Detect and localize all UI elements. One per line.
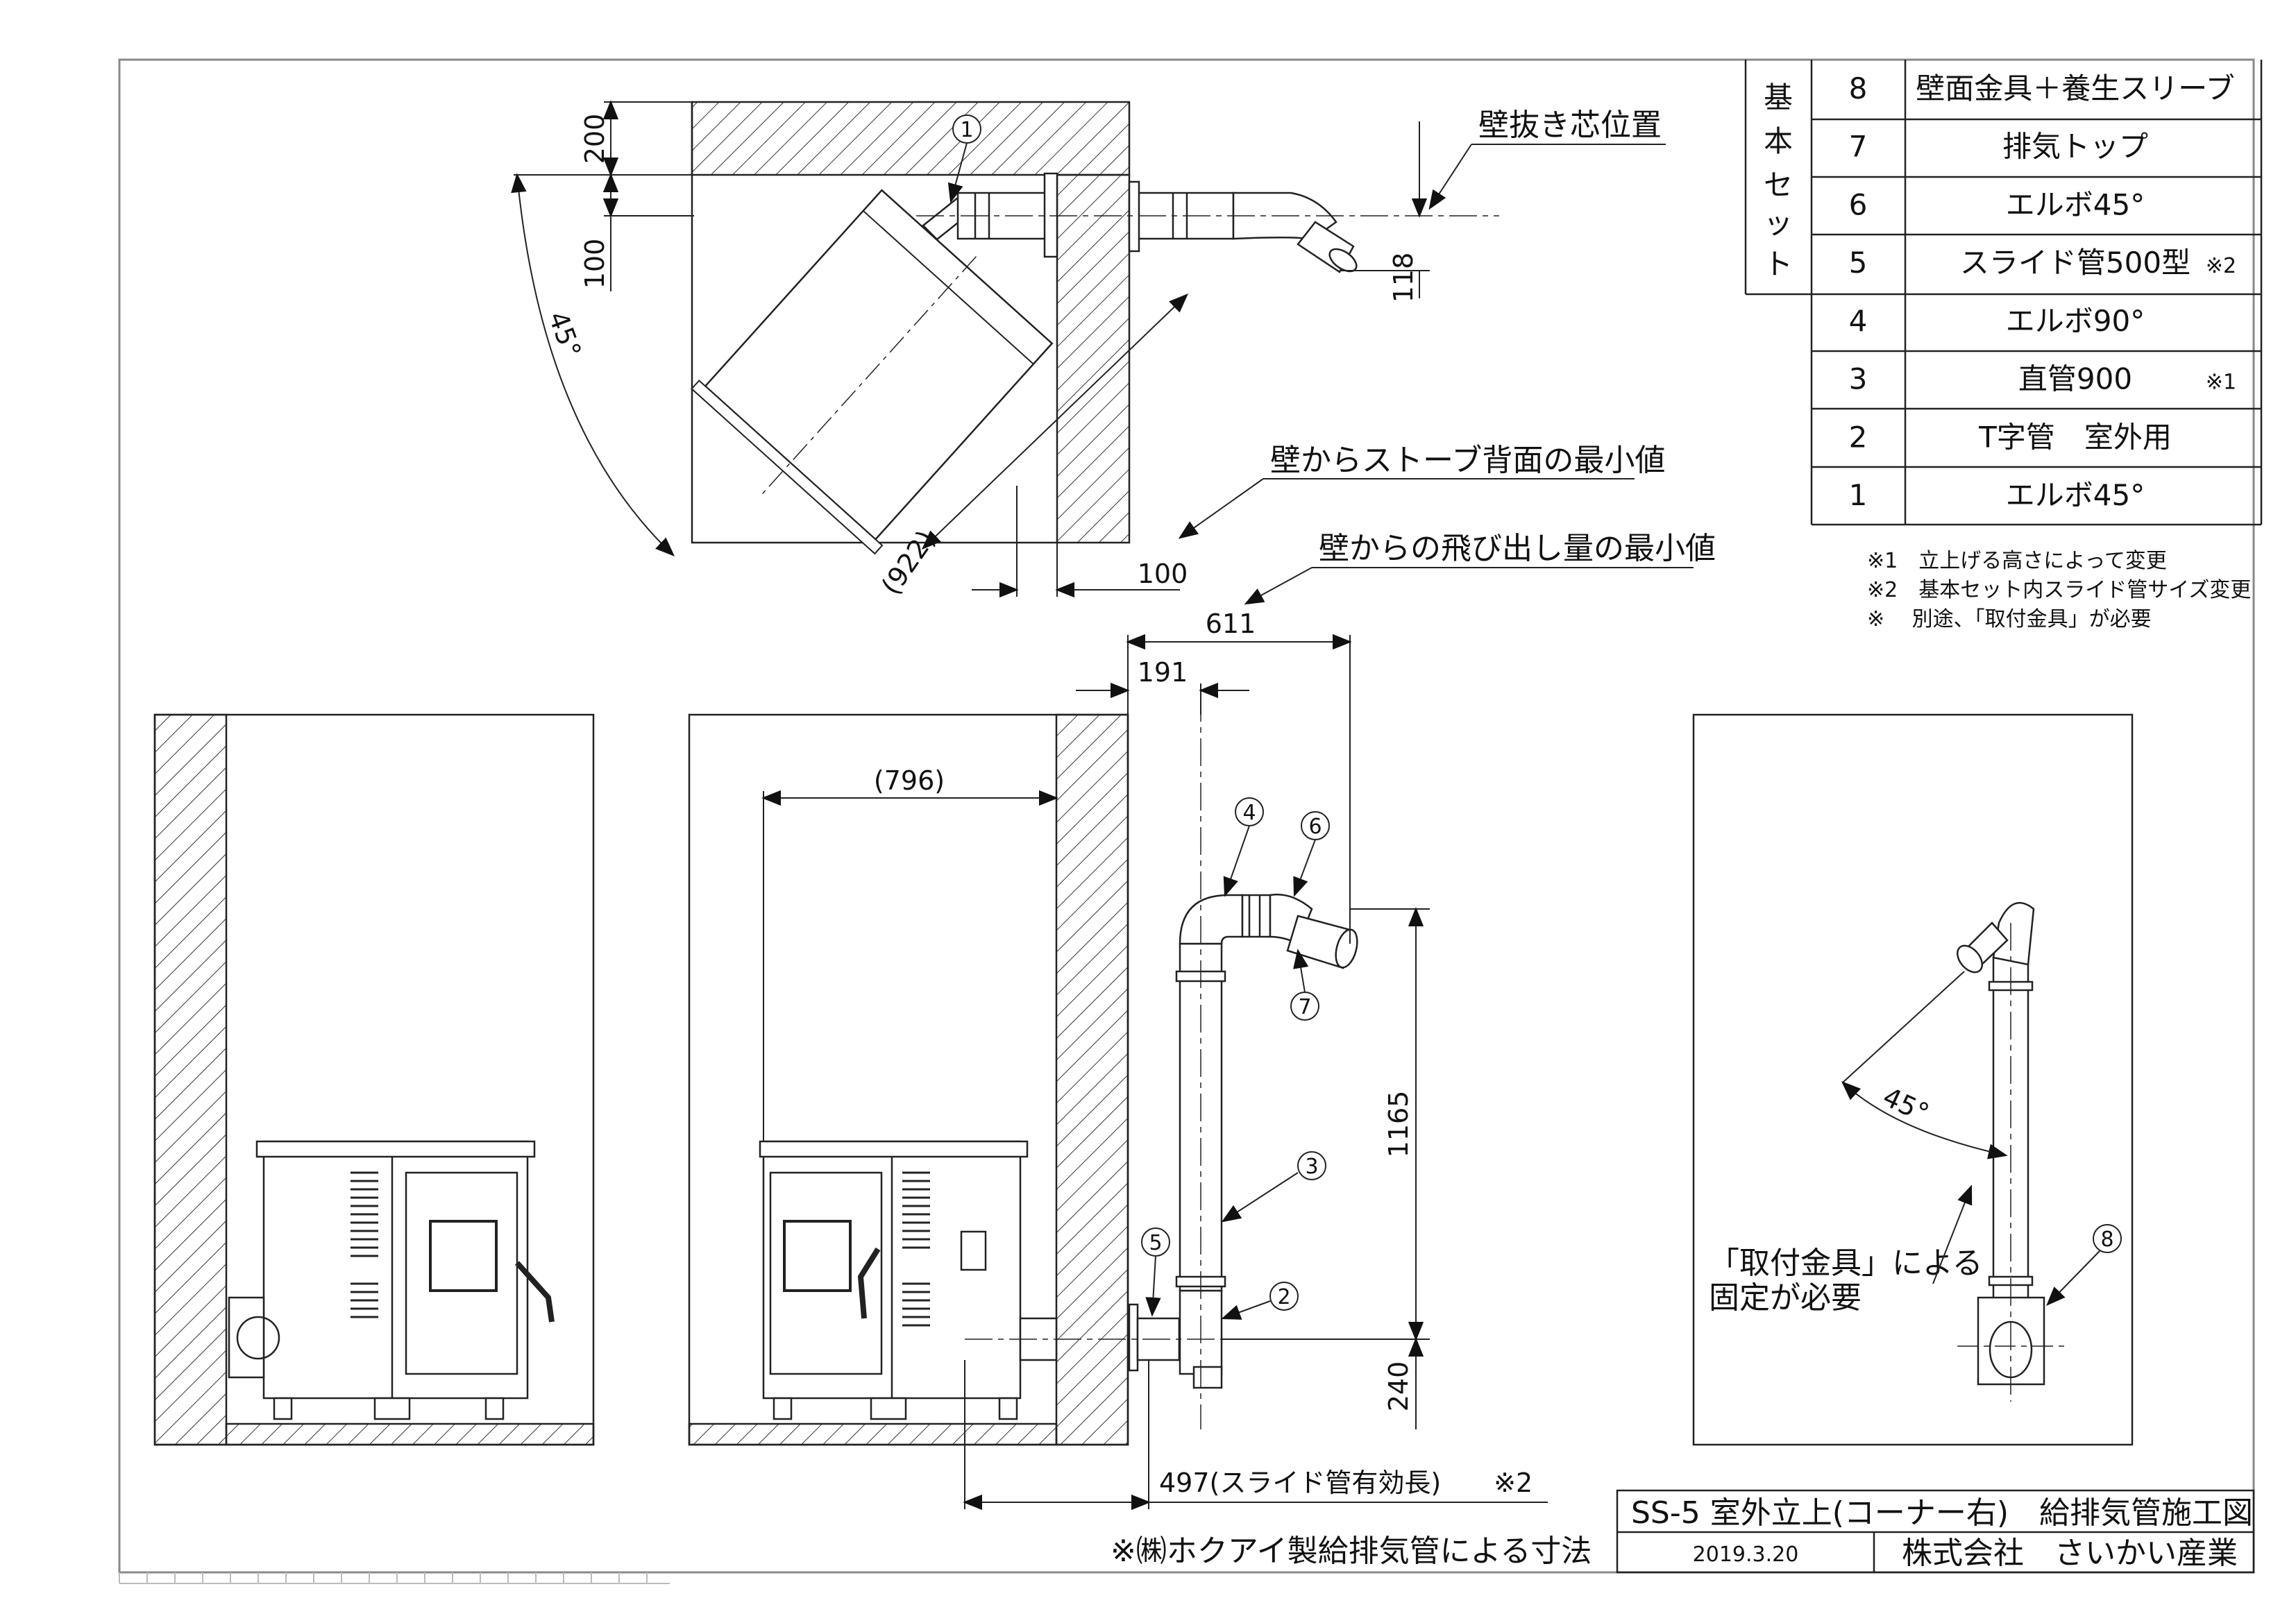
- title-block-company: 株式会社 さいかい産業: [1902, 1536, 2238, 1571]
- center-elevation: 611 191 壁からの飛び出し量の最小値 (796) 1165 240 497…: [688, 531, 1716, 1511]
- drawing-frame: [118, 58, 2255, 1574]
- plan-stove: [691, 189, 1054, 555]
- left-stove: [228, 1140, 555, 1420]
- dim-angle-right: 45°: [1878, 1081, 1934, 1128]
- dim-100-bottom: 100: [1138, 559, 1188, 589]
- table-header-char-1: 基: [1764, 80, 1793, 114]
- table-row-no: 5: [1849, 246, 1868, 280]
- footnote-1: ※1 立上げる高さによって変更: [1867, 549, 2167, 573]
- left-stove-vents: [351, 1171, 378, 1318]
- table-row-no: 1: [1849, 478, 1868, 512]
- center-stove: [759, 1140, 1058, 1420]
- table-row-name: 排気トップ: [2002, 130, 2148, 164]
- dim-200: 200: [580, 114, 610, 164]
- bubble-1: 1: [960, 118, 973, 142]
- right-side-view: 45° 「取付金具」による 固定が必要 8: [1692, 713, 2134, 1446]
- table-row-note: ※1: [2206, 371, 2236, 395]
- dim-611: 611: [1206, 609, 1256, 639]
- parts-table-header: 基 本 セ ッ ト: [1764, 80, 1793, 281]
- title-block-title: SS-5 室外立上(コーナー右) 給排気管施工図: [1631, 1495, 2253, 1531]
- table-row-no: 6: [1849, 187, 1868, 221]
- scale-ruler: [119, 1572, 670, 1584]
- table-row-name: エルボ90°: [2006, 304, 2145, 338]
- left-elevation: [153, 713, 595, 1446]
- table-header-char-4: ッ: [1764, 206, 1793, 240]
- dim-118: 118: [1388, 253, 1419, 303]
- angle-arc-top: [511, 173, 675, 556]
- table-header-char-5: ト: [1764, 247, 1793, 281]
- bubble-5: 5: [1149, 1231, 1162, 1255]
- table-row-no: 4: [1849, 304, 1868, 338]
- table-row-note: ※2: [2206, 254, 2236, 278]
- label-bracket-line2: 固定が必要: [1709, 1280, 1862, 1316]
- table-row-name: エルボ45°: [2006, 187, 2145, 221]
- table-row-name: T字管 室外用: [1978, 420, 2172, 454]
- bubble-2: 2: [1277, 1285, 1290, 1309]
- footnote-2: ※2 基本セット内スライド管サイズ変更: [1867, 578, 2251, 602]
- title-block-date: 2019.3.20: [1693, 1543, 1799, 1567]
- table-row-name: エルボ45°: [2006, 478, 2145, 512]
- dim-796: (796): [874, 765, 945, 796]
- center-pipe-run: [1128, 894, 1358, 1389]
- bubble-3: 3: [1305, 1155, 1318, 1179]
- label-min-back: 壁からストーブ背面の最小値: [1270, 443, 1665, 478]
- dim-100-left: 100: [580, 239, 610, 289]
- table-row-name: スライド管500型: [1960, 246, 2191, 280]
- plan-view: 200 100 118 壁抜き芯位置 45° (922) 100 壁からストーブ…: [511, 100, 1666, 600]
- dim-922: (922): [875, 525, 941, 600]
- label-hokuai-note: ※㈱ホクアイ製給排気管による寸法: [1111, 1533, 1592, 1569]
- table-header-char-3: セ: [1764, 168, 1793, 202]
- table-row-name: 直管900: [2018, 362, 2132, 396]
- table-row-no: 3: [1849, 362, 1868, 396]
- dim-497: 497(スライド管有効長) ※2: [1159, 1468, 1533, 1498]
- dim-191: 191: [1138, 657, 1188, 688]
- plan-pipe: [922, 172, 1358, 273]
- dim-angle-top: 45°: [543, 307, 587, 362]
- bubble-4: 4: [1242, 801, 1256, 825]
- bubble-8: 8: [2100, 1227, 2113, 1252]
- parts-table: [1744, 60, 2263, 526]
- label-min-protrusion: 壁からの飛び出し量の最小値: [1319, 531, 1716, 566]
- table-row-no: 8: [1849, 71, 1868, 105]
- table-row-no: 2: [1849, 420, 1868, 454]
- title-block: [1616, 1489, 2255, 1574]
- table-row-name: 壁面金具＋養生スリーブ: [1916, 71, 2234, 105]
- table-header-char-2: 本: [1764, 124, 1793, 158]
- bubble-7: 7: [1298, 995, 1311, 1019]
- parts-table-rows: 8 壁面金具＋養生スリーブ 7 排気トップ 6 エルボ45° 5 スライド管500型 ※2 4 エル…: [1849, 71, 2236, 512]
- table-row-no: 7: [1849, 130, 1868, 164]
- center-stove-vents: [902, 1171, 930, 1327]
- bubble-6: 6: [1308, 815, 1322, 839]
- plan-wall-top: [691, 101, 1131, 176]
- label-wall-center: 壁抜き芯位置: [1478, 108, 1662, 143]
- plan-wall-right: [1056, 173, 1131, 544]
- footnote-3: ※ 別途、「取付金具」が必要: [1867, 607, 2152, 631]
- dim-1165: 1165: [1383, 1091, 1414, 1158]
- dim-240: 240: [1383, 1361, 1414, 1412]
